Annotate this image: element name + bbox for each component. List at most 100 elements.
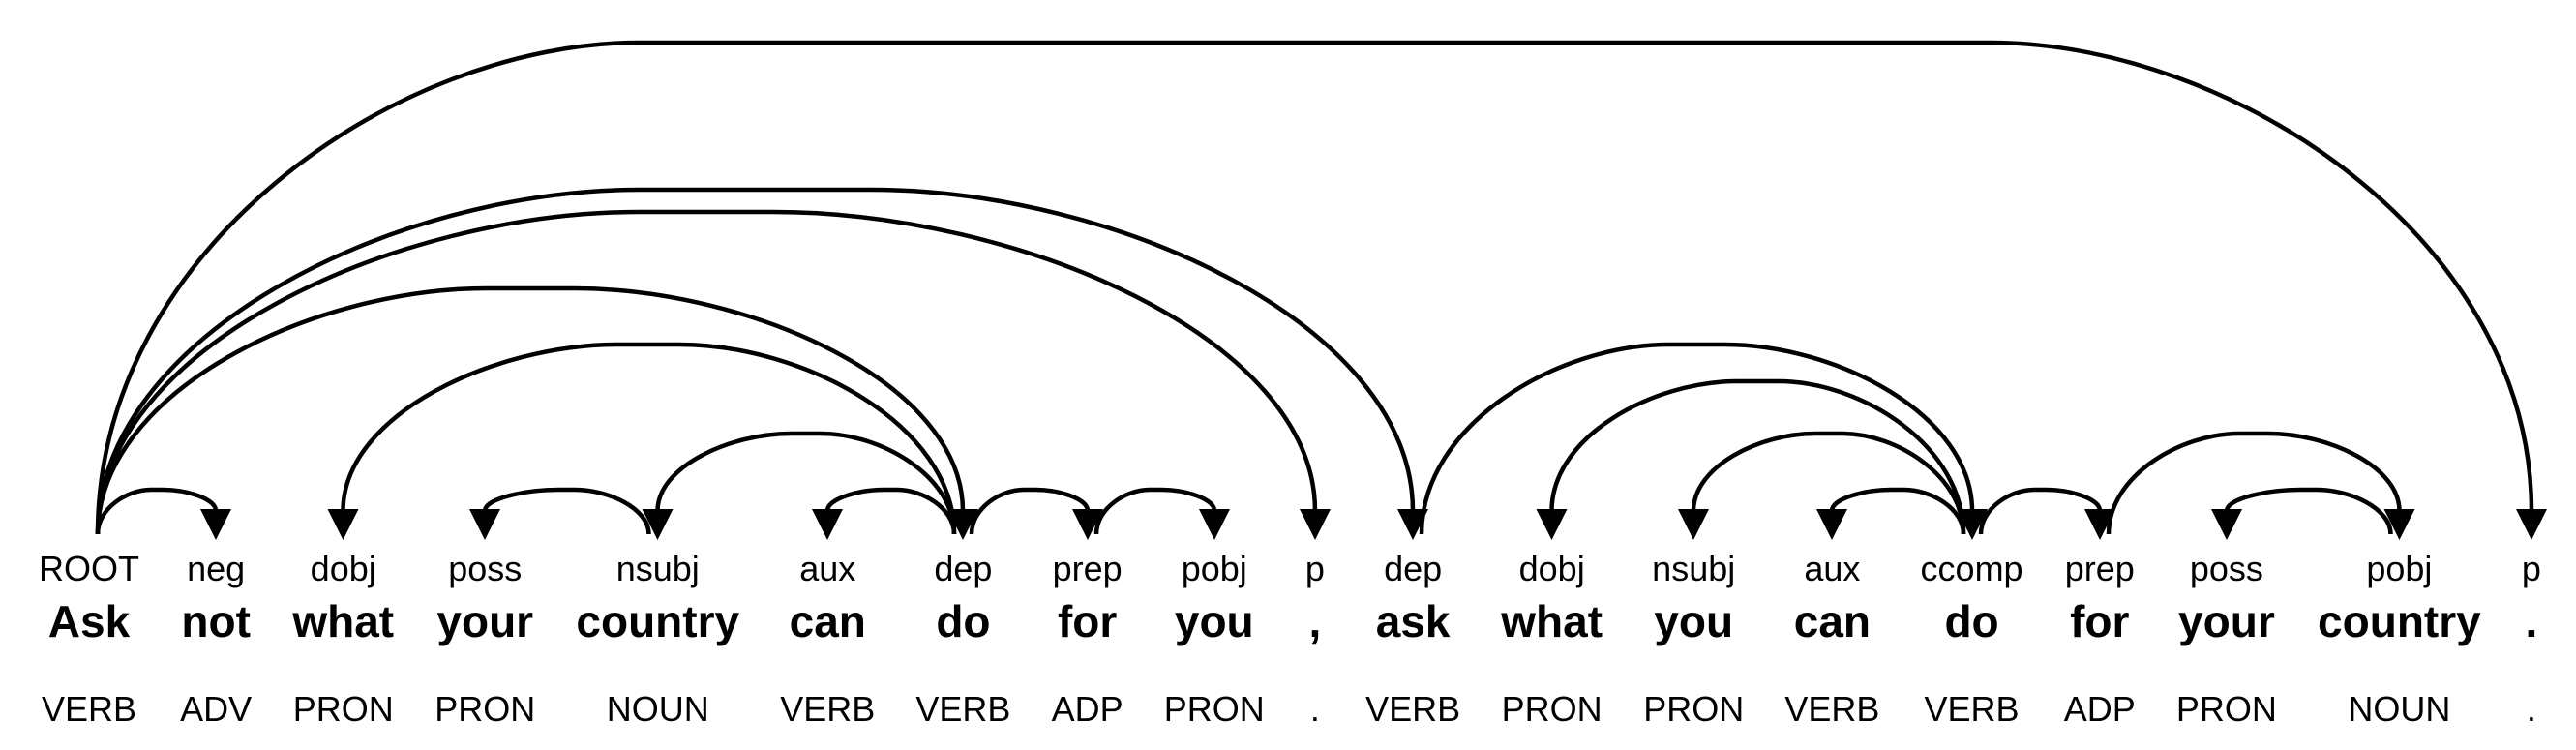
dependency-arc-prep [969, 487, 1091, 535]
token-word: for [2070, 596, 2130, 646]
dependency-label: aux [799, 549, 856, 588]
pos-tag: ADP [1051, 689, 1123, 729]
dependency-label: prep [2064, 549, 2135, 588]
token-word: you [1174, 596, 1254, 646]
pos-tag: . [2526, 689, 2536, 729]
pos-tag: VERB [1924, 689, 2020, 729]
dependency-label: neg [187, 549, 246, 588]
dependency-arc-nsubj [1691, 431, 1966, 535]
pos-tag: PRON [292, 689, 394, 729]
pos-tag: NOUN [2348, 689, 2451, 729]
arrowhead-icon [1957, 509, 1988, 540]
token-column: p,. [1305, 545, 1325, 733]
pos-tag: VERB [1784, 689, 1880, 729]
arrowhead-icon [469, 509, 500, 540]
dependency-arc-ccomp [1419, 342, 1975, 535]
dependency-arc-poss [482, 487, 651, 535]
token-column: p.. [2522, 545, 2541, 733]
pos-tag: PRON [1643, 689, 1745, 729]
pos-tag: PRON [1163, 689, 1265, 729]
pos-tag: VERB [1365, 689, 1461, 729]
dependency-arc-aux [1829, 487, 1966, 535]
token-word: do [936, 596, 991, 646]
dependency-label: dobj [1518, 549, 1585, 588]
dependency-label: p [2521, 549, 2541, 588]
pos-tag: ADP [2063, 689, 2136, 729]
token-word: . [2525, 596, 2538, 646]
token-word: for [1057, 596, 1118, 646]
token-word: country [576, 596, 740, 646]
dependency-arc-prep [1978, 487, 2103, 535]
dependency-label: dep [934, 549, 993, 588]
arrowhead-icon [812, 509, 843, 540]
arrowhead-icon [327, 509, 359, 540]
dependency-label: pobj [1181, 549, 1247, 588]
dependency-arc-pobj [1093, 487, 1217, 535]
pos-tag: . [1309, 689, 1320, 729]
dependency-arc-dep [95, 187, 1416, 535]
dependency-arc-dobj [1549, 378, 1966, 535]
pos-tag: PRON [2175, 689, 2277, 729]
dependency-arc-dobj [341, 342, 957, 535]
pos-tag: VERB [41, 689, 137, 729]
pos-tag: ADV [180, 689, 253, 729]
token-word: Ask [47, 596, 131, 646]
pos-tag: VERB [780, 689, 876, 729]
dependency-label: dep [1384, 549, 1443, 588]
dependency-label: nsubj [615, 549, 700, 588]
token-word: ask [1375, 596, 1451, 646]
dependency-label: p [1304, 549, 1325, 588]
arrowhead-icon [1536, 509, 1568, 540]
arrowhead-icon [2383, 509, 2415, 540]
dependency-arc-nsubj [655, 431, 957, 535]
dependency-arc-p [95, 40, 2534, 535]
dependency-label: pobj [2366, 549, 2433, 588]
pos-tag: NOUN [606, 689, 709, 729]
arrowhead-icon [1816, 509, 1847, 540]
dependency-label: ccomp [1920, 549, 2023, 588]
dependency-label: nsubj [1652, 549, 1736, 588]
arrowhead-icon [1072, 509, 1103, 540]
token-word: can [789, 596, 866, 646]
pos-tag: VERB [915, 689, 1011, 729]
dependency-label: ROOT [39, 549, 139, 588]
token-word: what [1501, 596, 1603, 646]
token-word: do [1944, 596, 1999, 646]
arrowhead-icon [2516, 509, 2547, 540]
dependency-label: aux [1804, 549, 1861, 588]
arrowhead-icon [947, 509, 978, 540]
dependency-arc-poss [2224, 487, 2393, 535]
dependency-arc-dep [95, 285, 966, 535]
dependency-arc-pobj [2106, 431, 2402, 535]
dependency-label: prep [1052, 549, 1123, 588]
arrowhead-icon [1397, 509, 1428, 540]
arrowhead-icon [2084, 509, 2115, 540]
dependency-arc-aux [824, 487, 957, 535]
token-word: not [181, 596, 251, 646]
arrowhead-icon [1199, 509, 1230, 540]
token-word: country [2318, 596, 2481, 646]
token-word: your [436, 596, 534, 646]
dependency-arc-p [95, 209, 1318, 535]
dependency-label: poss [2189, 549, 2263, 588]
pos-tag: PRON [434, 689, 536, 729]
token-word: can [1793, 596, 1872, 646]
token-word: , [1308, 596, 1322, 646]
token-word: your [2178, 596, 2275, 646]
